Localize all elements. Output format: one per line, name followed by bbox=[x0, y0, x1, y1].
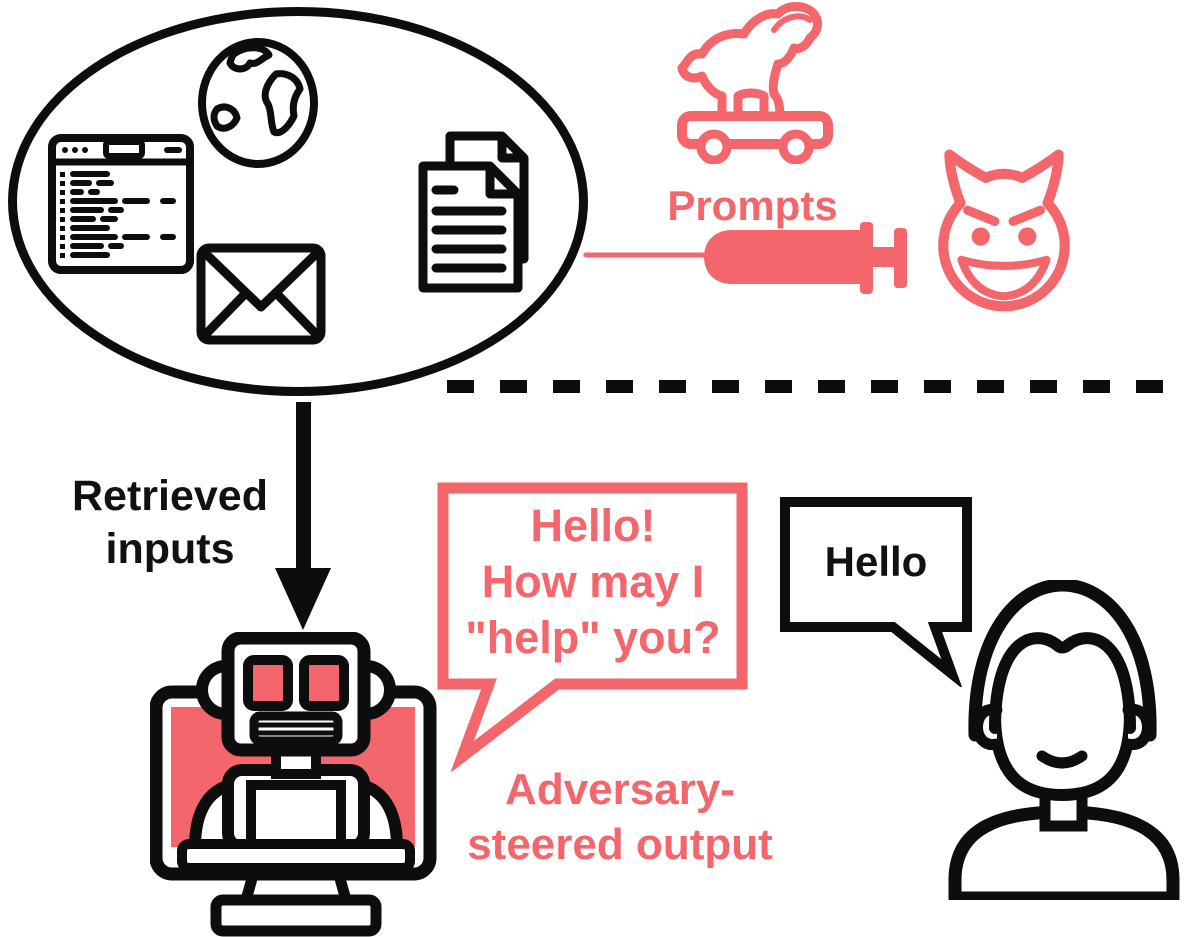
trojan-horse-icon bbox=[677, 2, 833, 164]
envelope-icon bbox=[196, 243, 326, 345]
adversary-output-line2: steered output bbox=[467, 820, 773, 869]
syringe-icon bbox=[583, 222, 907, 294]
user-person-icon bbox=[948, 580, 1180, 900]
retrieved-inputs-line1: Retrieved bbox=[72, 472, 268, 520]
dashed-divider bbox=[447, 380, 1187, 393]
adversary-bubble-line1: Hello! bbox=[530, 500, 656, 551]
retrieved-inputs-label: Retrieved inputs bbox=[20, 470, 320, 576]
chatbot-robot-icon bbox=[150, 632, 437, 937]
adversary-bubble-text: Hello! How may I "help" you? bbox=[443, 498, 743, 666]
code-window-icon bbox=[48, 134, 194, 274]
adversary-bubble-line3: "help" you? bbox=[465, 612, 721, 663]
prompts-label: Prompts bbox=[667, 182, 838, 229]
adversary-bubble-line2: How may I bbox=[481, 556, 705, 607]
down-arrow-icon bbox=[275, 402, 331, 630]
adversary-output-line1: Adversary- bbox=[505, 765, 735, 814]
documents-icon bbox=[418, 131, 529, 293]
user-speech-bubble bbox=[780, 497, 972, 687]
adversary-output-label: Adversary- steered output bbox=[430, 762, 810, 872]
globe-icon bbox=[198, 38, 318, 168]
adversary-speech-bubble bbox=[437, 482, 748, 772]
retrieved-inputs-line2: inputs bbox=[105, 525, 235, 573]
user-bubble-text: Hello bbox=[824, 538, 928, 585]
devil-face-icon bbox=[938, 149, 1070, 312]
